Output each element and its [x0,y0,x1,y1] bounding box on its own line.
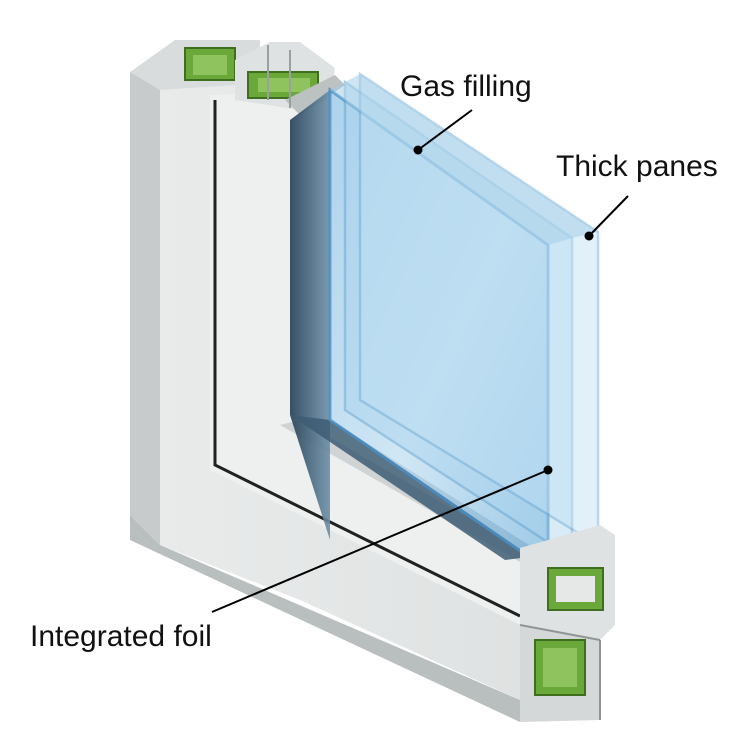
frame-left-side [130,58,160,545]
callout-dot [543,465,553,475]
frame-bottom-side [130,515,520,722]
callout-dot [584,231,594,241]
label-gas-filling: Gas filling [400,70,532,103]
sash-face [210,92,520,625]
seal-line [213,100,521,618]
window-frame [130,58,521,722]
callout-gas-filling: Gas filling [400,70,532,155]
glass-unit [290,71,600,573]
top-profile-section [130,40,345,115]
bottom-profile-section [519,525,615,722]
label-thick-panes: Thick panes [556,150,718,183]
callout-integrated-foil: Integrated foil [30,465,553,653]
callout-thick-panes: Thick panes [556,150,718,241]
label-integrated-foil: Integrated foil [30,620,212,653]
callout-dot [413,145,423,155]
